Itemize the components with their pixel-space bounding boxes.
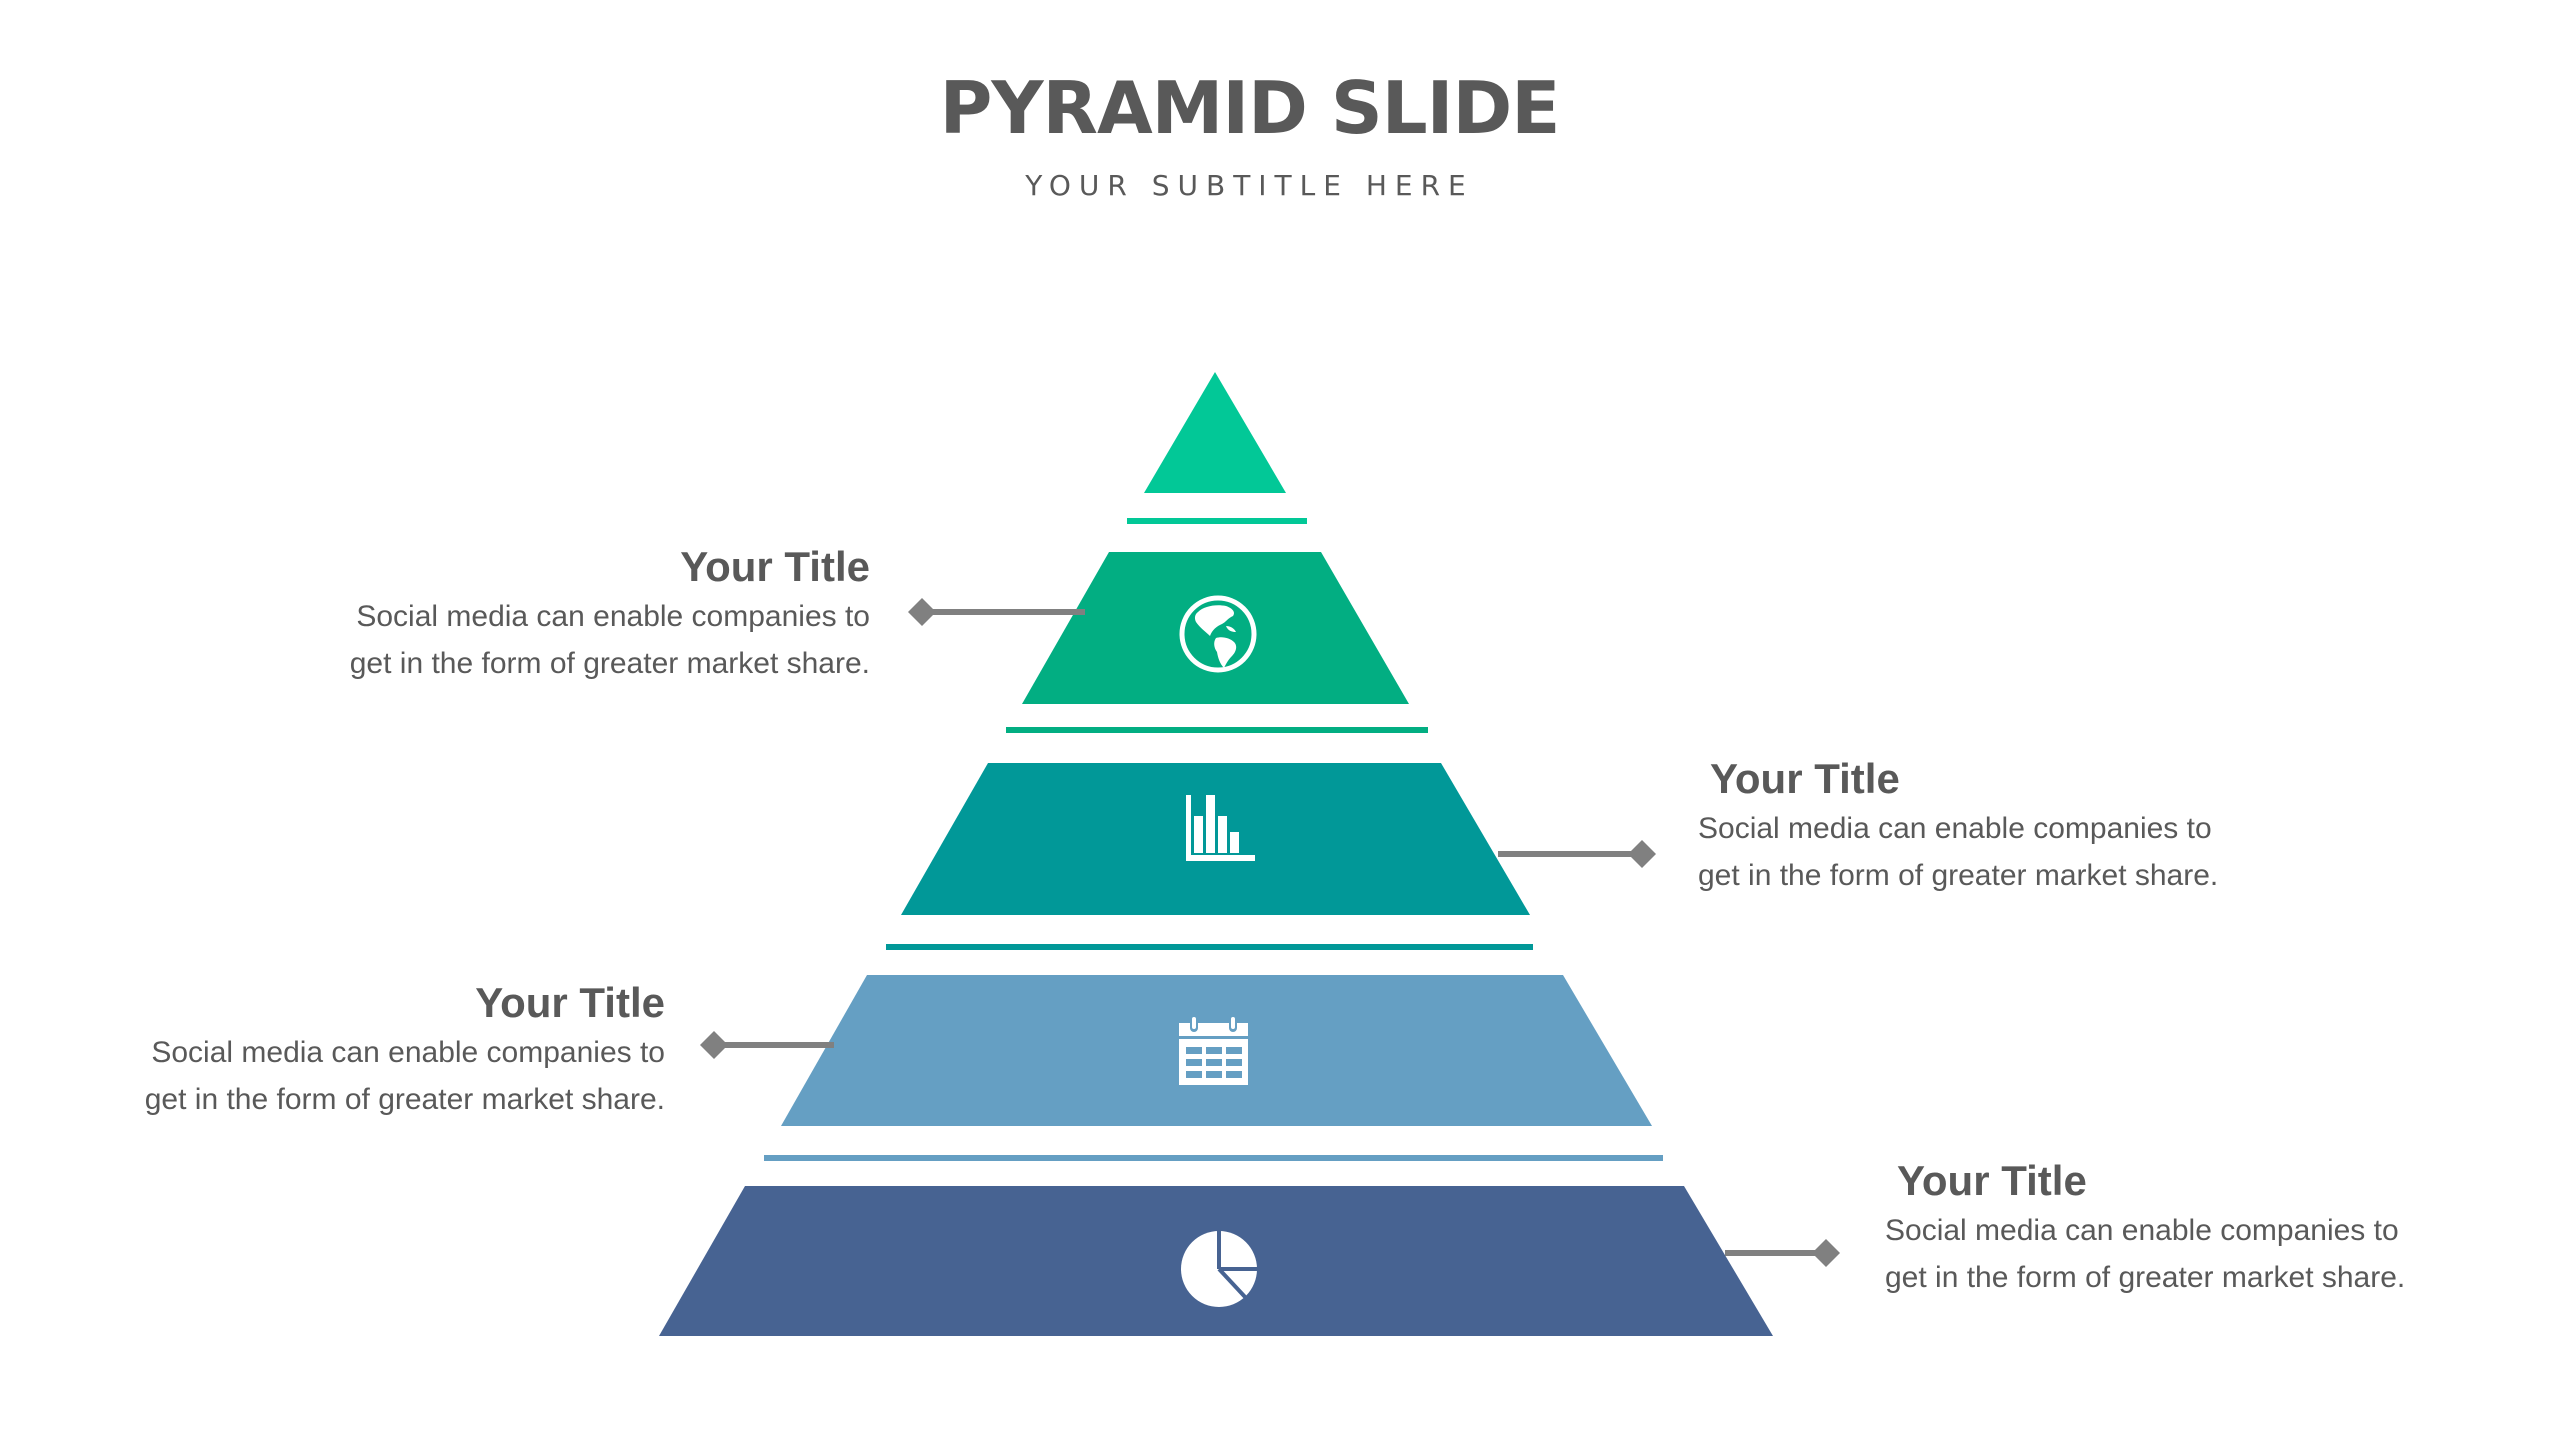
callout-level-5: Your Title Social media can enable compa… (1885, 1157, 2505, 1301)
pyramid-level-1 (1144, 372, 1286, 493)
connector-level-4 (700, 1031, 834, 1059)
callout-body-line: get in the form of greater market share. (144, 1083, 665, 1116)
callout-body-line: Social media can enable companies to (1885, 1214, 2399, 1247)
callout-level-2: Your Title Social media can enable compa… (250, 543, 870, 687)
callout-level-3: Your Title Social media can enable compa… (1698, 755, 2318, 899)
slide-subtitle: YOUR SUBTITLE HERE (1025, 169, 1474, 202)
callout-body-line: Social media can enable companies to (1698, 812, 2212, 845)
diamond-marker-icon (908, 598, 936, 626)
slide-title: PYRAMID SLIDE (939, 66, 1561, 150)
connector-level-2 (908, 598, 1085, 626)
divider-line-1 (1127, 518, 1307, 524)
calendar-icon (1179, 1016, 1248, 1085)
globe-icon (1179, 595, 1257, 673)
diamond-marker-icon (700, 1031, 728, 1059)
callout-body-line: get in the form of greater market share. (1885, 1261, 2406, 1294)
connector-level-3 (1498, 840, 1656, 868)
pyramid-level-3 (901, 763, 1530, 915)
divider-line-3 (886, 944, 1533, 950)
diamond-marker-icon (1812, 1239, 1840, 1267)
callout-body-line: get in the form of greater market share. (1698, 859, 2219, 892)
callout-body: Social media can enable companies to get… (1698, 805, 2318, 899)
pie-chart-icon (1181, 1229, 1259, 1307)
callout-title: Your Title (1897, 1157, 2087, 1204)
callout-body: Social media can enable companies to get… (45, 1029, 665, 1123)
callout-body-line: Social media can enable companies to (151, 1036, 665, 1069)
callout-title: Your Title (1710, 755, 1900, 802)
diamond-marker-icon (1628, 840, 1656, 868)
callout-level-4: Your Title Social media can enable compa… (45, 979, 665, 1123)
divider-line-2 (1006, 727, 1428, 733)
callout-body-line: Social media can enable companies to (356, 600, 870, 633)
callout-title: Your Title (680, 543, 870, 590)
divider-line-4 (764, 1155, 1663, 1161)
callout-body-line: get in the form of greater market share. (349, 647, 870, 680)
callout-body: Social media can enable companies to get… (1885, 1207, 2505, 1301)
callout-title: Your Title (475, 979, 665, 1026)
pyramid-level-2 (1022, 552, 1409, 704)
bar-chart-icon (1186, 795, 1255, 861)
connector-level-5 (1725, 1239, 1840, 1267)
callout-body: Social media can enable companies to get… (250, 593, 870, 687)
